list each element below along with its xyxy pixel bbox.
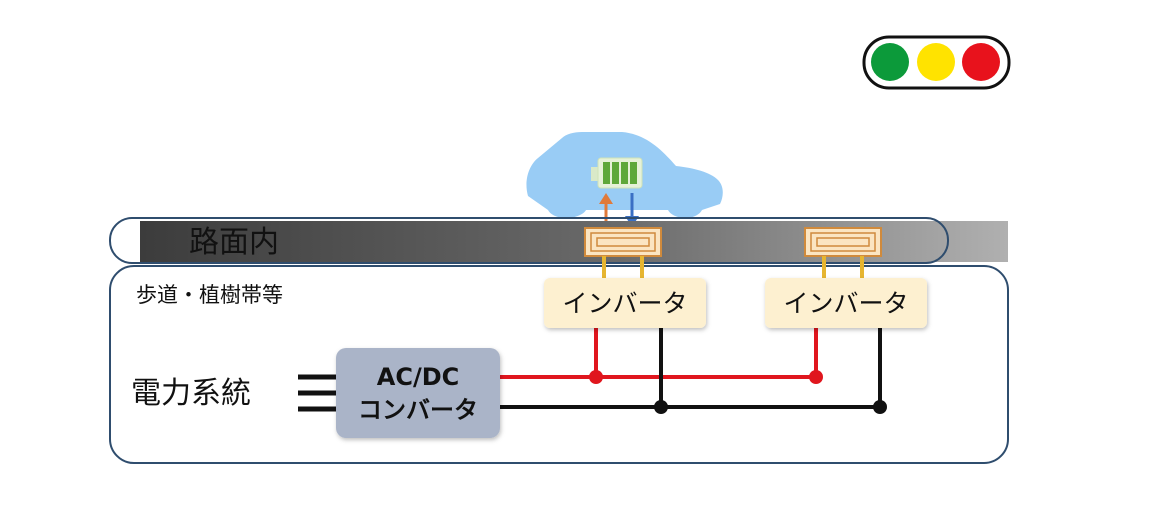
inverter-2: インバータ	[765, 278, 927, 328]
junction-dots	[589, 370, 887, 414]
grid-label: 電力系統	[131, 376, 251, 411]
inverter-1: インバータ	[544, 278, 706, 328]
road-label: 路面内	[189, 225, 279, 260]
coil-leads	[602, 256, 864, 280]
grid-lines-icon	[298, 374, 338, 412]
arrow-up-head	[599, 193, 613, 204]
transmitter-coil-2	[804, 227, 882, 257]
converter-label-line2: コンバータ	[358, 396, 478, 424]
traffic-signal	[862, 35, 1011, 90]
signal-yellow-light	[917, 43, 955, 81]
dc-bus	[498, 325, 882, 409]
inverter-label: インバータ	[562, 289, 687, 318]
inverter-label: インバータ	[783, 289, 908, 318]
sidewalk-label: 歩道・植樹帯等	[136, 283, 283, 307]
signal-red-light	[962, 43, 1000, 81]
ac-dc-converter: AC/DC コンバータ	[336, 348, 500, 438]
signal-green-light	[871, 43, 909, 81]
sidewalk-area	[109, 265, 1009, 464]
converter-label-line1: AC/DC	[377, 363, 460, 391]
battery-icon	[591, 157, 643, 189]
transmitter-coil-1	[584, 227, 662, 257]
road-outline	[109, 217, 949, 264]
